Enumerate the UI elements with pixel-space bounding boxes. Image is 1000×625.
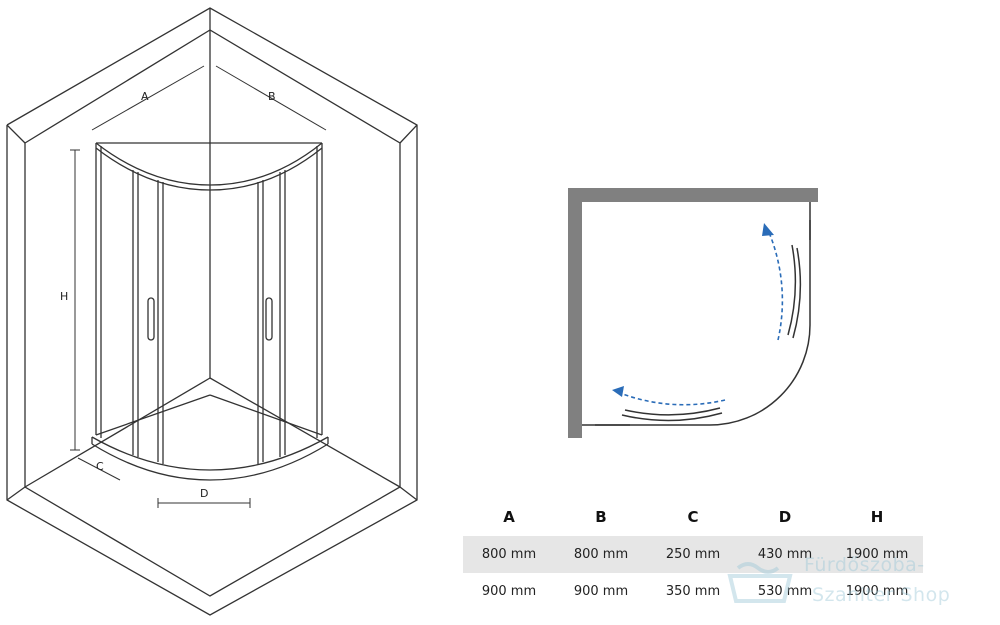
plan-door-bottom xyxy=(624,407,721,416)
spec-table: A B C D H 800 mm 800 mm 250 mm 430 mm 19… xyxy=(463,498,923,610)
table-cell: 350 mm xyxy=(665,584,721,599)
plan-wall-left xyxy=(568,188,582,438)
table-cell: 800 mm xyxy=(573,547,629,562)
table-cell: 900 mm xyxy=(573,584,629,599)
left-door-handle xyxy=(147,297,155,341)
plan-arrow-bottom xyxy=(619,392,726,406)
table-cell: 1900 mm xyxy=(845,547,909,562)
table-header-cell: B xyxy=(595,508,607,526)
dim-label-b: B xyxy=(268,90,276,103)
isometric-shower-drawing: A B H C D xyxy=(6,7,418,616)
table-row: 900 mm 900 mm 350 mm 530 mm 1900 mm xyxy=(463,573,923,610)
table-header-cell: D xyxy=(778,508,792,526)
table-cell: 430 mm xyxy=(757,547,813,562)
right-door-handle xyxy=(265,297,273,341)
plan-wall-top xyxy=(568,188,818,202)
top-rail xyxy=(95,142,323,186)
table-header-cell: H xyxy=(870,508,884,526)
table-cell: 250 mm xyxy=(665,547,721,562)
table-header-cell: C xyxy=(687,508,699,526)
table-header-cell: A xyxy=(503,508,515,526)
table-cell: 800 mm xyxy=(481,547,537,562)
watermark-line2: Szaniter Shop xyxy=(812,584,951,606)
watermark: Fürdőszoba- Szaniter Shop xyxy=(712,540,1000,620)
bathtub-icon xyxy=(727,562,793,603)
plan-tray-outline xyxy=(582,202,811,426)
plan-view-drawing xyxy=(568,188,818,438)
table-row: 800 mm 800 mm 250 mm 430 mm 1900 mm xyxy=(463,536,923,573)
plan-arrow-right xyxy=(767,229,784,341)
dim-label-h: H xyxy=(60,290,68,303)
table-cell: 1900 mm xyxy=(845,584,909,599)
shower-tray xyxy=(91,436,329,471)
dim-label-c: C xyxy=(96,460,104,473)
dim-label-d: D xyxy=(200,487,208,500)
table-cell: 900 mm xyxy=(481,584,537,599)
wall-outline-inner xyxy=(24,29,401,597)
table-header-row: A B C D H xyxy=(463,498,923,536)
dim-label-a: A xyxy=(141,90,149,103)
watermark-line1: Fürdőszoba- xyxy=(804,554,925,576)
wall-outline-outer xyxy=(6,7,418,616)
table-cell: 530 mm xyxy=(757,584,813,599)
plan-door-right xyxy=(787,244,797,336)
